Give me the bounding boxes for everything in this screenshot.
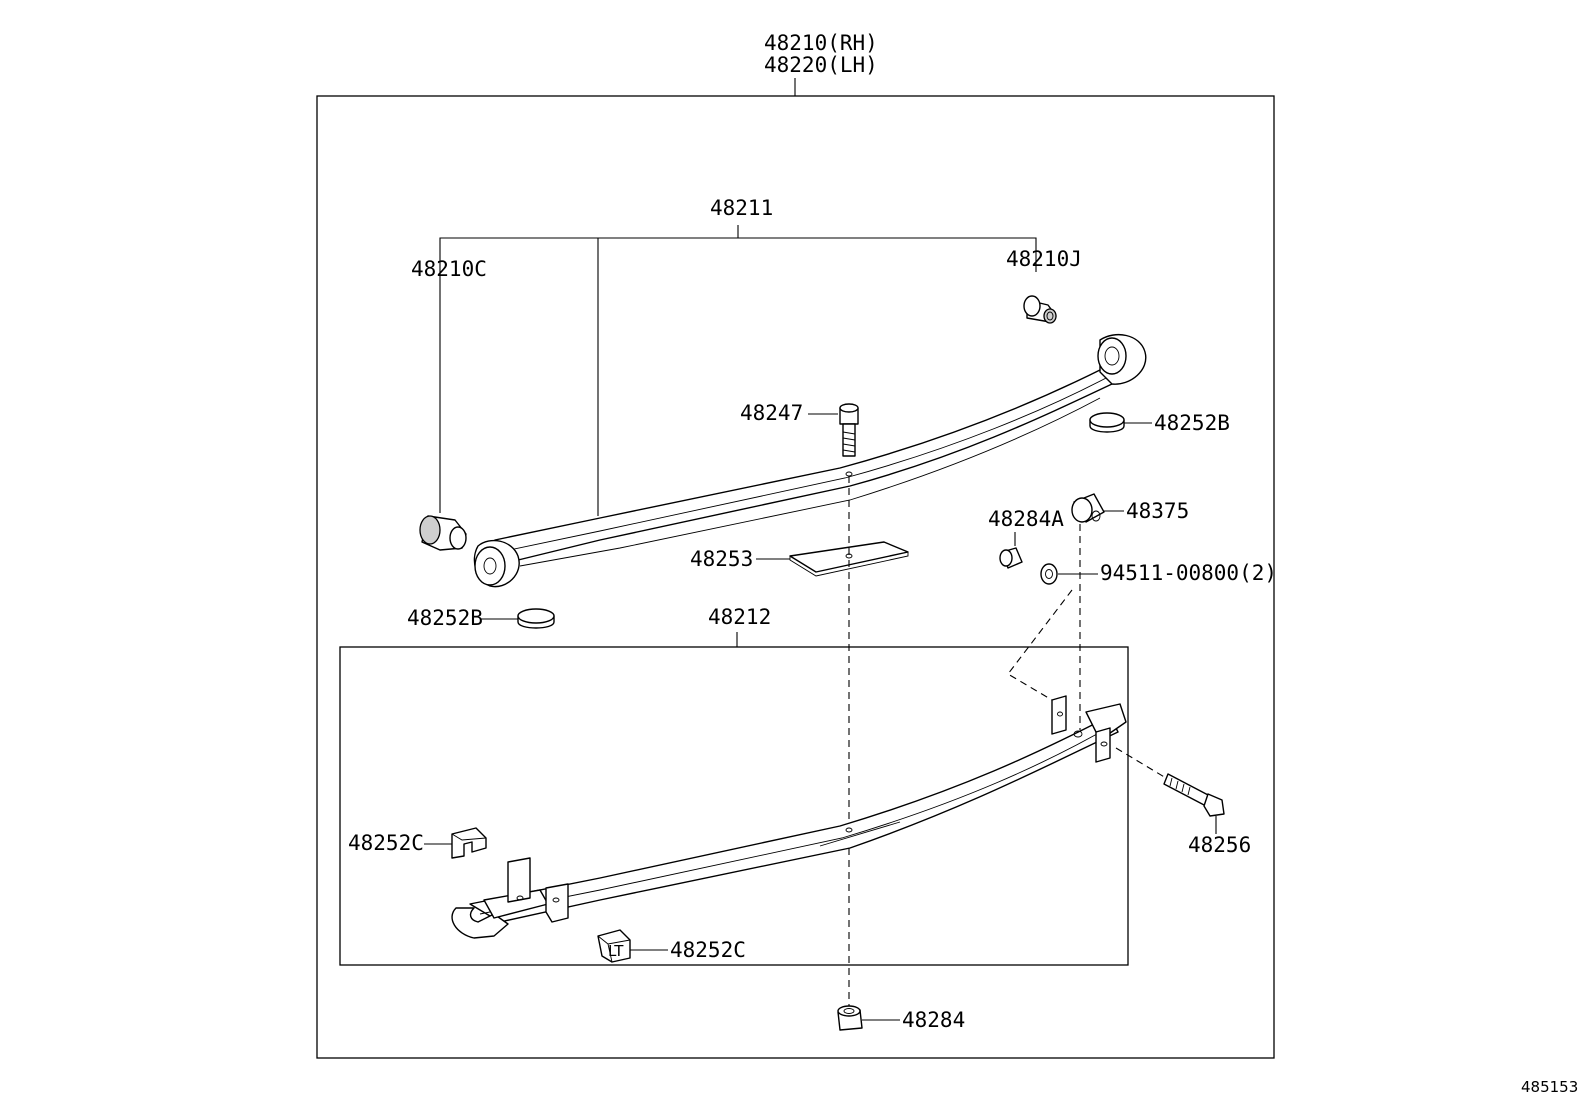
bolt-48256[interactable] [1163, 773, 1225, 817]
plate-48253[interactable] [789, 541, 909, 577]
spacer-48284[interactable] [837, 1005, 863, 1031]
label-48247[interactable]: 48247 [740, 401, 803, 425]
label-48220-lh[interactable]: 48220(LH) [764, 53, 878, 77]
label-48212[interactable]: 48212 [708, 605, 771, 629]
label-48256[interactable]: 48256 [1188, 833, 1251, 857]
label-48252b-top[interactable]: 48252B [1154, 411, 1230, 435]
bolt-alignment-dash [1115, 747, 1167, 779]
label-48210j[interactable]: 48210J [1006, 247, 1082, 271]
spacer-48284a[interactable] [999, 547, 1023, 569]
bushing-48210j[interactable] [1023, 295, 1057, 324]
label-48210-rh[interactable]: 48210(RH) [764, 31, 878, 55]
label-48375[interactable]: 48375 [1126, 499, 1189, 523]
silencer-48252c-left[interactable] [451, 827, 487, 859]
label-48284a[interactable]: 48284A [988, 507, 1064, 531]
center-bolt-48247[interactable] [839, 403, 859, 457]
leaf-spring-48212[interactable] [451, 695, 1127, 939]
sub-assembly-frame [339, 646, 1129, 966]
silencer-48252b-top[interactable] [1089, 412, 1125, 433]
label-48284[interactable]: 48284 [902, 1008, 965, 1032]
drawing-number: 485153 [1521, 1078, 1578, 1096]
label-48252c-bottom[interactable]: 48252C [670, 938, 746, 962]
nut-94511-00800[interactable] [1040, 563, 1058, 585]
leader-48211-bracket [439, 237, 1037, 513]
label-48253[interactable]: 48253 [690, 547, 753, 571]
leaf-spring-48211[interactable] [473, 333, 1147, 588]
label-48211[interactable]: 48211 [710, 196, 773, 220]
collar-48375[interactable] [1071, 493, 1105, 523]
label-48210c[interactable]: 48210C [411, 257, 487, 281]
label-94511-00800[interactable]: 94511-00800(2) [1100, 561, 1277, 585]
svg-text:LT: LT [608, 942, 624, 960]
silencer-48252c-bottom[interactable]: LT [597, 929, 631, 963]
label-48252c-left[interactable]: 48252C [348, 831, 424, 855]
label-48252b-left[interactable]: 48252B [407, 606, 483, 630]
bushing-48210c[interactable] [419, 515, 467, 551]
nut-alignment-dash [1007, 589, 1073, 701]
silencer-48252b-left[interactable] [517, 608, 555, 629]
